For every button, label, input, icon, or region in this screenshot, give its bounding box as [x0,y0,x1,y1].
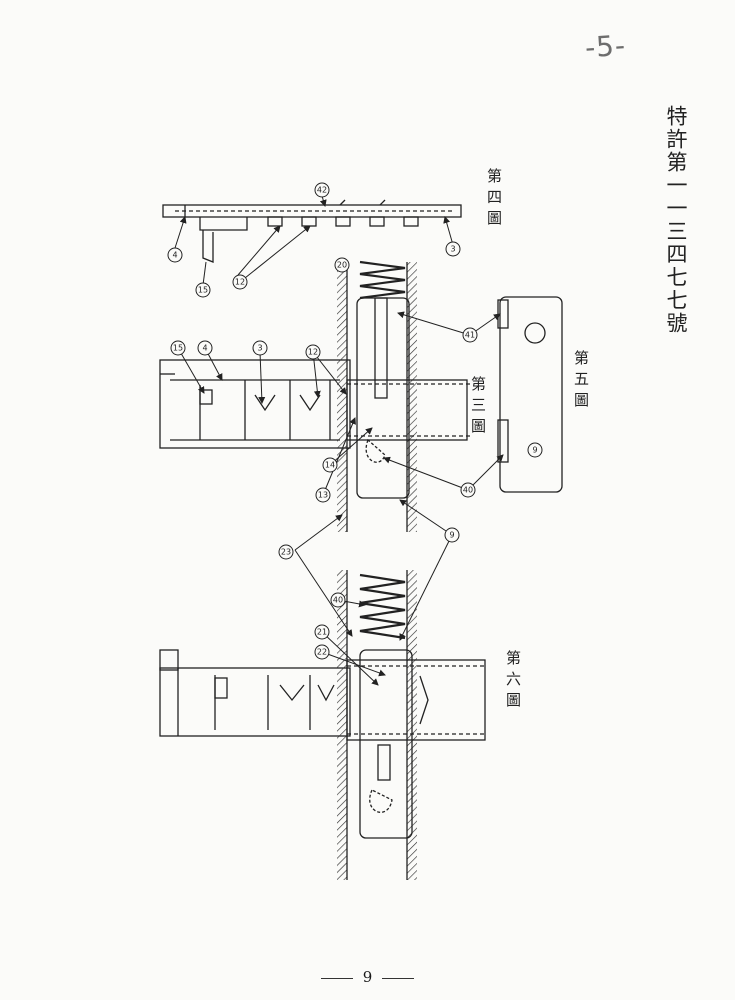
svg-text:40: 40 [463,486,473,495]
callout-41: 41 [462,327,478,343]
callout-12-fig3: 12 [305,344,321,360]
svg-text:23: 23 [281,548,291,557]
left-rule [320,977,353,979]
callout-23: 23 [278,544,294,560]
callout-4-fig4: 4 [167,247,183,263]
patent-title: 特許第一一三四七七號 [664,105,688,335]
svg-text:40: 40 [333,596,343,605]
callout-15-fig4: 15 [195,282,211,298]
svg-text:14: 14 [325,461,335,470]
svg-text:21: 21 [317,628,327,637]
figure-6-drawing [159,570,486,880]
callout-9-fig5: 9 [527,442,543,458]
callout-9-fig6: 9 [444,527,460,543]
callout-4-fig3: 4 [197,340,213,356]
svg-text:20: 20 [337,261,347,270]
callout-22: 22 [314,644,330,660]
figure-5-label: 第五圖 [572,350,590,413]
right-rule [382,977,415,979]
page-number-footer: 9 [0,968,735,986]
callout-20: 20 [334,257,350,273]
svg-text:22: 22 [317,648,327,657]
callout-40-fig5: 40 [460,482,476,498]
callout-12-fig4: 12 [232,274,248,290]
svg-text:42: 42 [317,186,327,195]
callout-40-fig6: 40 [330,592,346,608]
page-number: 9 [362,968,373,986]
callout-21: 21 [314,624,330,640]
callout-3-fig3: 3 [252,340,268,356]
figure-3-label: 第三圖 [469,376,487,439]
callout-13: 13 [315,487,331,503]
svg-text:4: 4 [172,251,177,260]
figure-6-label: 第六圖 [504,650,522,713]
svg-text:13: 13 [318,491,328,500]
svg-text:41: 41 [465,331,475,340]
callout-42: 42 [314,182,330,198]
svg-text:3: 3 [450,245,455,254]
leader-lines [174,195,504,686]
callout-3-fig4: 3 [445,241,461,257]
figure-3-drawing [159,260,470,532]
figure-4-drawing [162,199,462,263]
callout-14: 14 [322,457,338,473]
svg-text:12: 12 [308,348,318,357]
svg-text:3: 3 [257,344,262,353]
svg-text:12: 12 [235,278,245,287]
svg-text:9: 9 [532,446,537,455]
svg-text:9: 9 [449,531,454,540]
svg-text:15: 15 [198,286,208,295]
callout-markers: 42 4 12 15 3 20 41 15 4 3 12 9 14 40 13 … [167,182,543,660]
callout-15-fig3: 15 [170,340,186,356]
figure-4-label: 第四圖 [485,168,503,231]
svg-text:4: 4 [202,344,207,353]
svg-text:15: 15 [173,344,183,353]
figure-5-drawing [497,296,563,493]
